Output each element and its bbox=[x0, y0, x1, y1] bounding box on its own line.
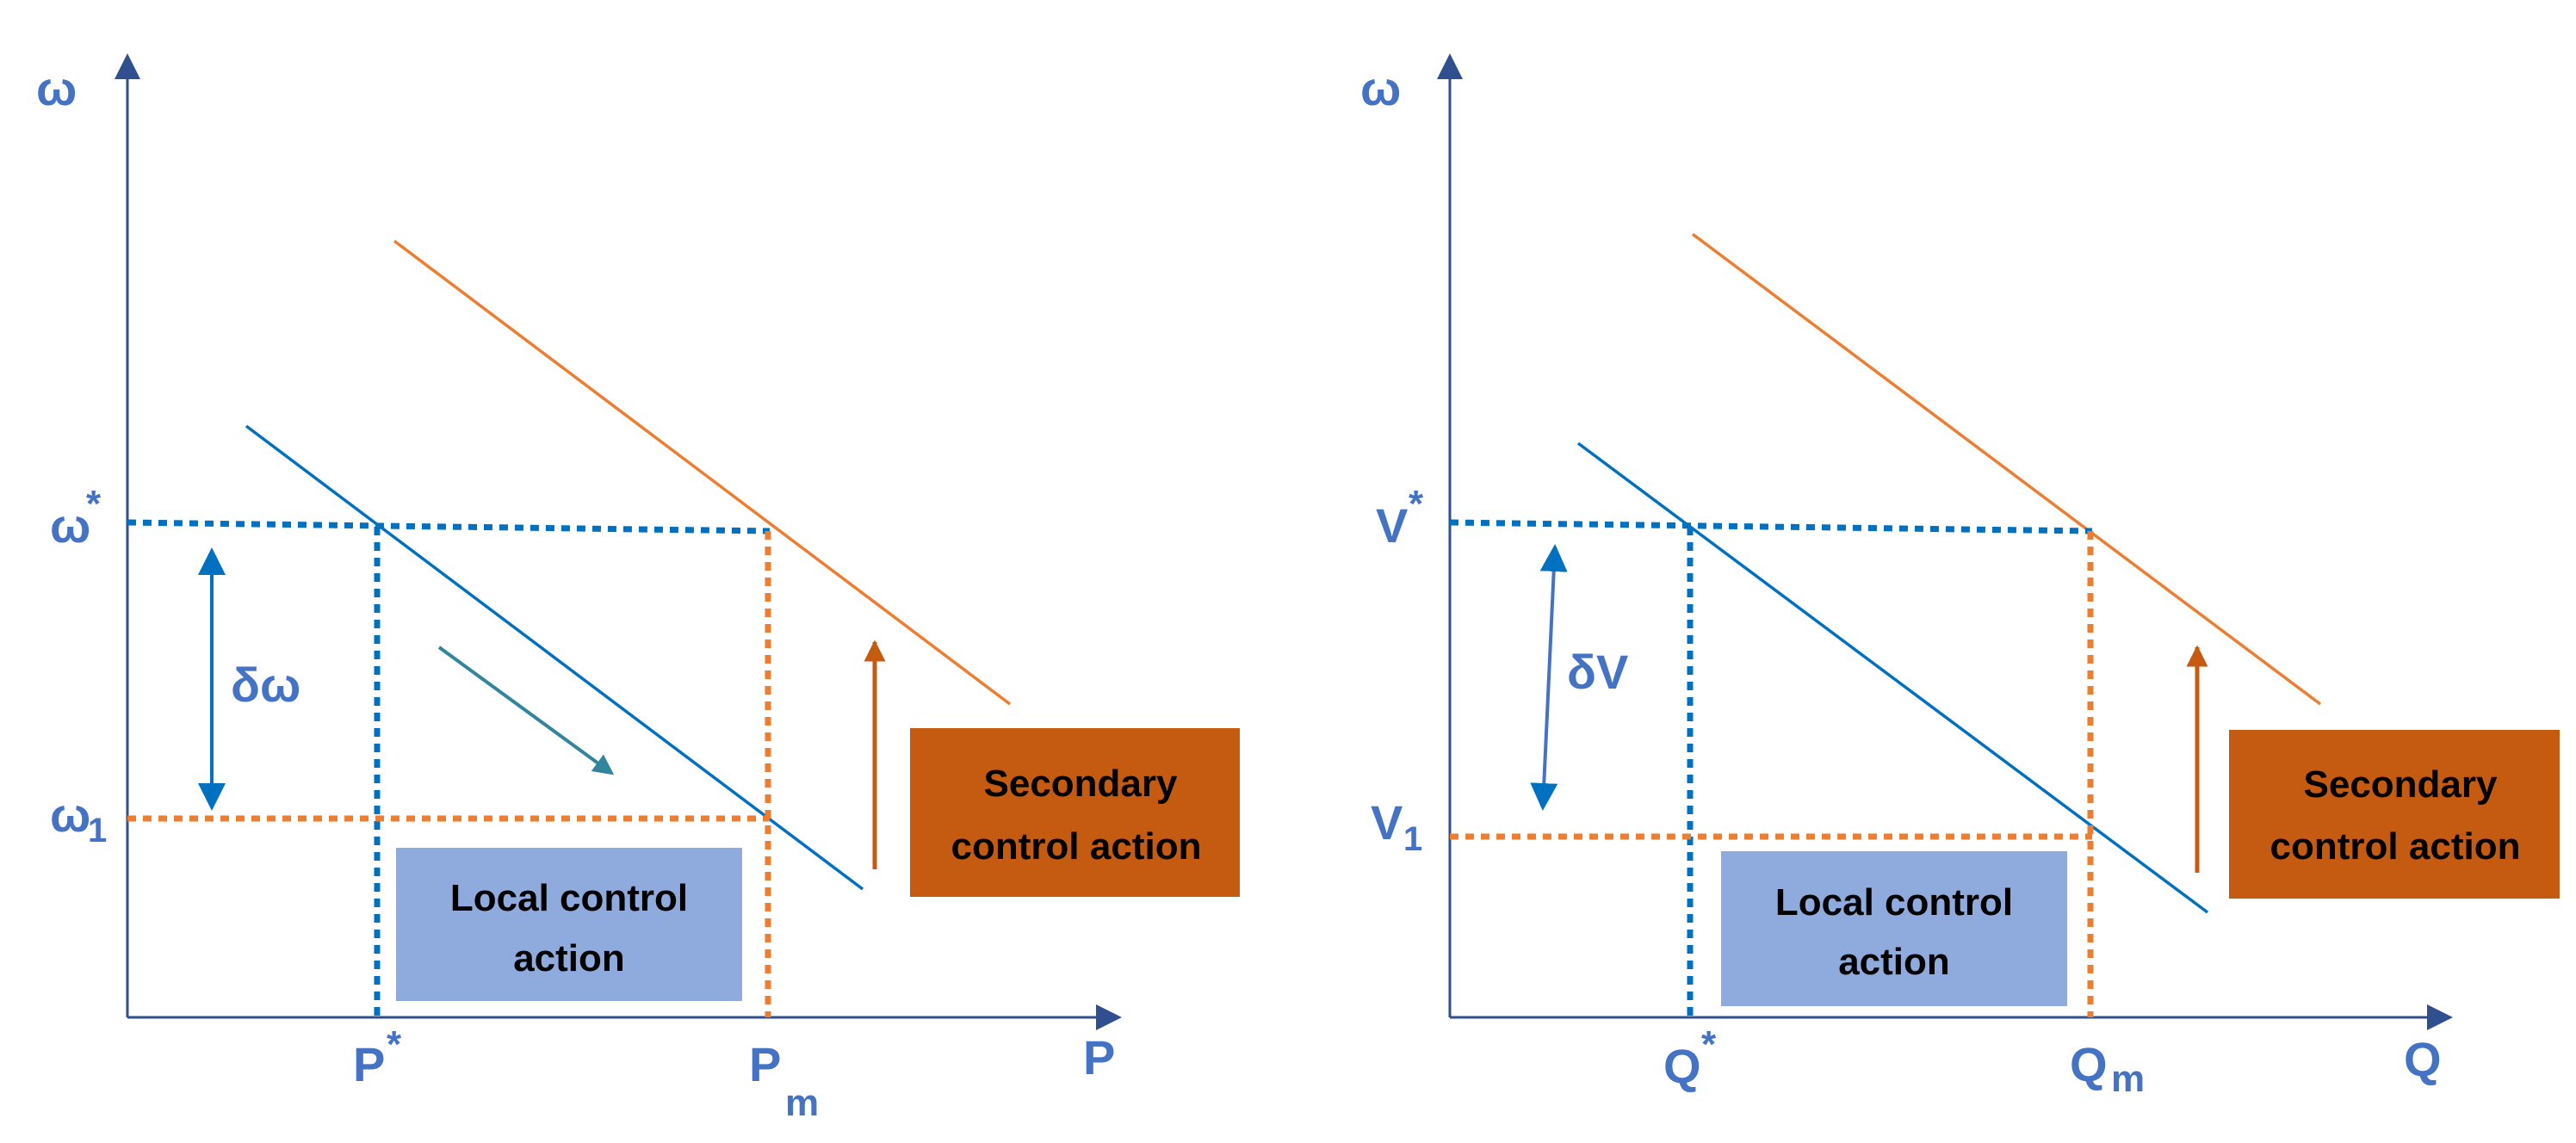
x-axis-label: Q bbox=[2404, 1032, 2442, 1086]
guide-omega-ref bbox=[127, 519, 771, 534]
p-ref-label: P * bbox=[353, 1023, 402, 1091]
omega-ref-label: ω * bbox=[50, 483, 102, 553]
svg-text:ω: ω bbox=[50, 788, 90, 842]
y-axis-label: ω bbox=[1360, 61, 1401, 115]
v-ref-label: V * bbox=[1376, 483, 1424, 553]
svg-text:Secondary: Secondary bbox=[984, 763, 1179, 805]
svg-text:m: m bbox=[2111, 1058, 2145, 1100]
svg-text:*: * bbox=[1701, 1023, 1717, 1066]
panel-voltage-q: δV ω Q V * V 1 Q * Q m Local control bbox=[1360, 53, 2560, 1100]
q-ref-label: Q * bbox=[1663, 1023, 1717, 1093]
svg-text:V: V bbox=[1371, 795, 1403, 850]
svg-text:action: action bbox=[1838, 941, 1950, 983]
local-control-box: Local control action bbox=[396, 848, 742, 1001]
droop-line-secondary bbox=[1691, 232, 2322, 706]
svg-text:ω: ω bbox=[50, 498, 90, 553]
q-max-label: Q m bbox=[2070, 1037, 2145, 1100]
delta-v-label: δV bbox=[1567, 645, 1628, 699]
load-shift-arrow bbox=[437, 646, 615, 775]
svg-text:P: P bbox=[353, 1037, 385, 1091]
droop-line-secondary bbox=[393, 239, 1012, 706]
svg-text:Local control: Local control bbox=[450, 877, 688, 919]
delta-v-arrow bbox=[1530, 544, 1568, 811]
guide-v-ref bbox=[1449, 519, 2093, 534]
secondary-control-box: Secondary control action bbox=[910, 728, 1240, 897]
svg-text:control action: control action bbox=[2270, 825, 2521, 868]
v-1-label: V 1 bbox=[1371, 795, 1422, 858]
p-max-label: P m bbox=[749, 1037, 819, 1124]
svg-text:Q: Q bbox=[1663, 1039, 1701, 1093]
svg-text:P: P bbox=[749, 1037, 781, 1091]
svg-text:Secondary: Secondary bbox=[2304, 763, 2499, 806]
secondary-control-box: Secondary control action bbox=[2229, 730, 2560, 899]
omega-1-label: ω 1 bbox=[50, 788, 107, 850]
droop-line-primary bbox=[1576, 442, 2209, 914]
y-axis-label: ω bbox=[36, 61, 77, 115]
svg-text:Q: Q bbox=[2070, 1037, 2108, 1091]
svg-text:*: * bbox=[387, 1023, 402, 1066]
droop-line-primary bbox=[245, 424, 864, 891]
svg-text:control action: control action bbox=[951, 825, 1202, 868]
svg-text:m: m bbox=[785, 1082, 819, 1124]
local-control-box: Local control action bbox=[1721, 851, 2067, 1006]
svg-text:1: 1 bbox=[1403, 820, 1422, 858]
x-axis-label: P bbox=[1083, 1030, 1115, 1084]
svg-text:action: action bbox=[513, 937, 625, 979]
svg-text:V: V bbox=[1376, 498, 1408, 553]
svg-text:1: 1 bbox=[88, 812, 107, 850]
delta-omega-label: δω bbox=[231, 658, 300, 712]
panel-omega-p: δω ω P ω * ω 1 P * P m Local co bbox=[36, 53, 1240, 1124]
svg-text:*: * bbox=[1409, 483, 1424, 525]
svg-text:Local control: Local control bbox=[1775, 881, 2013, 924]
svg-text:*: * bbox=[86, 483, 102, 525]
